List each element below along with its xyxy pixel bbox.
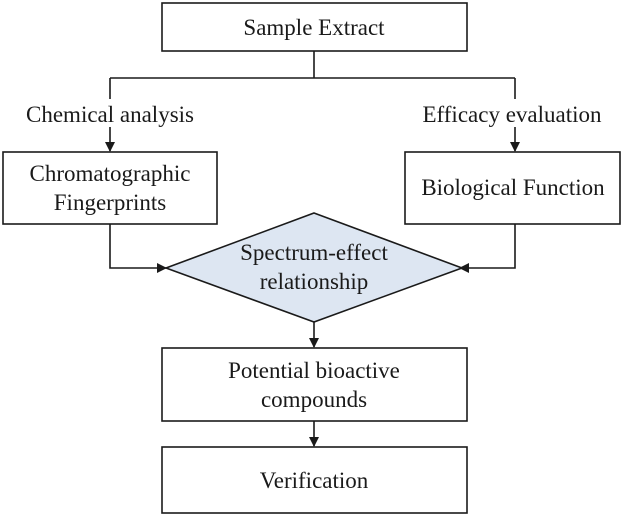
node-chromatographic-line2: Fingerprints (54, 190, 166, 215)
label-chemical-analysis: Chemical analysis (26, 102, 194, 127)
node-biological-function-label: Biological Function (421, 175, 605, 200)
node-chromatographic-box (2, 151, 218, 225)
node-biological-function-box (404, 151, 621, 225)
node-chromatographic-line1: Chromatographic (30, 161, 191, 186)
node-sample-extract-box (161, 2, 468, 52)
node-spectrum-effect-diamond (163, 212, 465, 323)
node-potential-compounds-line1: Potential bioactive (228, 358, 400, 383)
node-sample-extract-label: Sample Extract (243, 15, 385, 40)
node-potential-compounds-line2: compounds (261, 387, 367, 412)
node-verification-box (161, 446, 468, 514)
node-verification: Verification (161, 446, 468, 514)
node-spectrum-effect-line1: Spectrum-effect (240, 240, 388, 265)
node-spectrum-effect: Spectrum-effect relationship (163, 212, 465, 323)
arrow-chromatographic-to-diamond (109, 224, 167, 273)
node-spectrum-effect-line2: relationship (260, 269, 369, 294)
connectors (105, 50, 520, 447)
label-efficacy-evaluation: Efficacy evaluation (422, 102, 602, 127)
node-sample-extract: Sample Extract (161, 2, 468, 52)
node-biological-function: Biological Function (404, 151, 621, 225)
node-chromatographic: Chromatographic Fingerprints (2, 151, 218, 225)
arrow-biological-to-diamond (459, 224, 516, 273)
node-potential-compounds: Potential bioactive compounds (161, 347, 468, 422)
node-potential-compounds-box (161, 347, 468, 422)
node-verification-label: Verification (260, 468, 369, 493)
